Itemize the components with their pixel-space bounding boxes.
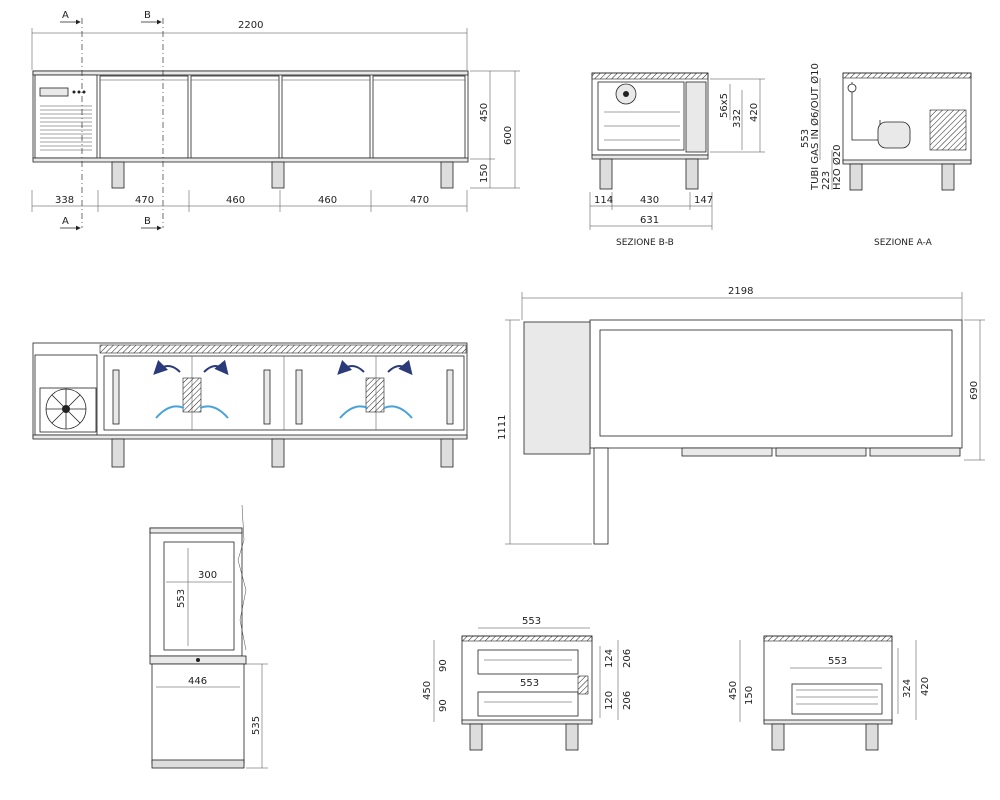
vent-grille — [40, 90, 92, 151]
compressor — [877, 121, 911, 149]
door-3 — [281, 75, 371, 159]
dim-124: 124 — [604, 649, 615, 668]
dim-1111: 1111 — [497, 415, 508, 440]
door-4 — [372, 75, 466, 159]
dim-147: 147 — [694, 195, 713, 206]
airflow-arrow-warm — [387, 359, 413, 376]
evaporator-right — [365, 377, 385, 413]
compressor-panel — [34, 74, 98, 159]
open-door — [593, 447, 609, 545]
basket-view: 553 450 150 324 420 — [728, 635, 931, 751]
dim-420: 420 — [749, 103, 760, 122]
door-side-view: 300 553 446 535 — [149, 504, 268, 769]
basket — [791, 683, 883, 715]
dim-300: 300 — [198, 570, 217, 581]
dim-535: 535 — [251, 716, 262, 735]
condenser — [929, 109, 967, 151]
dim-206b: 206 — [622, 691, 633, 710]
dim-553-drawer-top: 553 — [522, 616, 541, 627]
leg — [111, 161, 125, 189]
insulation-top — [99, 344, 467, 354]
leg — [440, 161, 454, 189]
section-aa-view: 553 TUBI GAS IN Ø6/OUT Ø10 223 H2O Ø20 S… — [800, 63, 972, 248]
dim-553-door: 553 — [176, 589, 187, 608]
gas-tubes-label: TUBI GAS IN Ø6/OUT Ø10 — [809, 63, 821, 191]
airflow-arrow-warm — [153, 359, 181, 375]
airflow-arrow-cold — [155, 405, 185, 419]
door-2 — [190, 75, 280, 159]
airflow-arrow-warm — [337, 359, 365, 375]
dim-332: 332 — [732, 109, 743, 128]
dim-2198: 2198 — [728, 286, 753, 297]
drawer-view: 553 553 450 90 90 124 120 206 206 — [422, 616, 633, 751]
section-b-top: B — [144, 10, 151, 21]
airflow-arrow-cold — [199, 405, 229, 419]
dim-450-drawer: 450 — [422, 681, 433, 700]
dim-420-basket: 420 — [920, 677, 931, 696]
top-view: 2198 1111 690 — [497, 286, 985, 545]
evaporator-left — [182, 377, 202, 413]
dim-460a: 460 — [226, 195, 245, 206]
dim-470b: 470 — [410, 195, 429, 206]
dim-553-basket: 553 — [828, 656, 847, 667]
dim-2200: 2200 — [238, 20, 263, 31]
drawer-lower — [477, 691, 579, 717]
dim-631: 631 — [640, 215, 659, 226]
dim-430: 430 — [640, 195, 659, 206]
section-a-top: A — [62, 10, 69, 21]
dim-206a: 206 — [622, 649, 633, 668]
dim-324: 324 — [902, 679, 913, 698]
dim-150-basket: 150 — [744, 686, 755, 705]
dim-90a: 90 — [438, 659, 449, 672]
leg — [271, 161, 285, 189]
dim-150: 150 — [479, 164, 490, 183]
drawer-upper — [477, 649, 579, 675]
section-b-bottom: B — [144, 216, 151, 227]
dim-553-drawer-mid: 553 — [520, 678, 539, 689]
dim-450-basket: 450 — [728, 681, 739, 700]
airflow-arrow-warm — [203, 359, 229, 376]
door-gasket — [685, 81, 707, 153]
section-bb-view: 56x5 332 420 114 430 147 631 SEZIONE B-B — [589, 72, 765, 248]
dim-223: 223 — [821, 171, 832, 190]
dim-90b: 90 — [438, 699, 449, 712]
dim-114: 114 — [594, 195, 613, 206]
airflow-arrow-cold — [339, 405, 369, 419]
dim-470a: 470 — [135, 195, 154, 206]
compressor-unit-top — [523, 321, 591, 455]
section-aa-label: SEZIONE A-A — [874, 238, 933, 248]
door-1 — [99, 75, 189, 159]
section-a-bottom: A — [62, 216, 69, 227]
dim-460b: 460 — [318, 195, 337, 206]
dim-120: 120 — [604, 691, 615, 710]
dim-450: 450 — [479, 103, 490, 122]
airflow-arrow-cold — [383, 405, 413, 419]
dim-338: 338 — [55, 195, 74, 206]
dim-600: 600 — [503, 126, 514, 145]
dim-446: 446 — [188, 676, 207, 687]
dim-690: 690 — [969, 381, 980, 400]
h2o-label: H2O Ø20 — [831, 144, 843, 190]
airflow-view — [32, 342, 468, 468]
dim-553-aa: 553 — [800, 129, 811, 148]
dim-56x5: 56x5 — [719, 93, 730, 118]
section-bb-label: SEZIONE B-B — [616, 238, 674, 248]
front-view: 2200 — [31, 10, 520, 231]
control-display — [39, 87, 69, 97]
